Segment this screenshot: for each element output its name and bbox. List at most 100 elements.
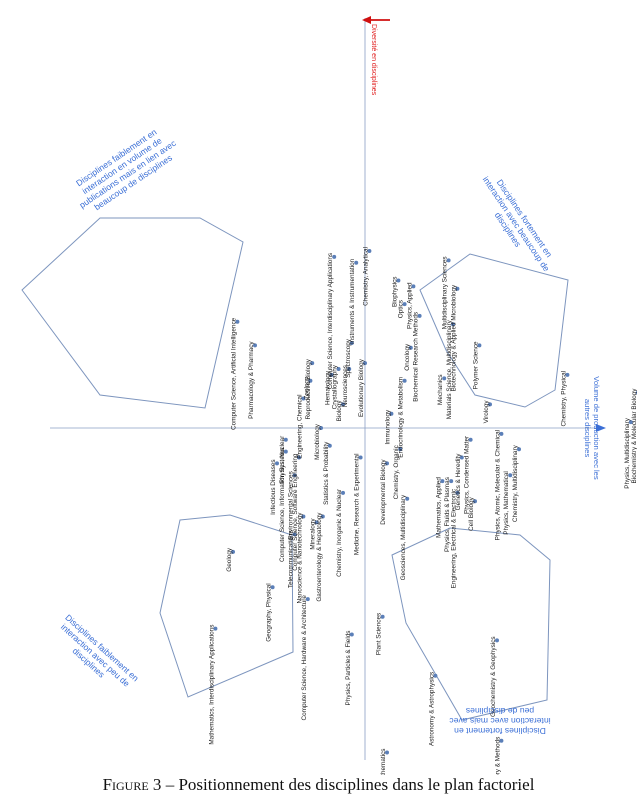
label-biochemical-research-methods: Biochemical Research Methods bbox=[413, 312, 420, 402]
point-physics-multidisciplinary bbox=[628, 420, 633, 425]
label-developmental-biology: Developmental Biology bbox=[380, 459, 387, 525]
point-computer-science-theory-and-methods bbox=[499, 738, 504, 743]
label-cell-biology: Cell Biology bbox=[468, 496, 475, 531]
point-genetics-and-heredity bbox=[459, 455, 464, 460]
label-chemistry-physical: Chemistry, Physical bbox=[560, 371, 567, 427]
point-zoology bbox=[308, 378, 313, 383]
label-geosciences-multidisciplinary: Geosciences, Multidisciplinary bbox=[400, 494, 407, 580]
label-computer-science-interdisciplinary-applications: Computer Science, Interdisciplinary Appl… bbox=[327, 253, 334, 389]
point-physics-nuclear bbox=[283, 437, 288, 442]
point-endocrinology-and-metabolism bbox=[402, 378, 407, 383]
point-oncology bbox=[408, 345, 413, 350]
label-materials-science-multidisciplinary: Materials Science, Multidisciplinary bbox=[446, 319, 453, 419]
point-geochemistry-and-geophysics bbox=[495, 638, 499, 643]
label-instruments-and-instrumentation: Instruments & Instrumentation bbox=[349, 258, 356, 344]
label-zoology: Zoology bbox=[303, 376, 310, 400]
label-oncology: Oncology bbox=[404, 343, 411, 371]
label-physics-atomic-molecular-and-chemical: Physics, Atomic, Molecular & Chemical bbox=[494, 430, 501, 540]
point-mathematics-interdisciplinary-applications bbox=[213, 626, 218, 631]
point-physics-particles-and-fields bbox=[349, 632, 354, 637]
point-chemistry-analytical bbox=[367, 249, 372, 253]
point-optics bbox=[402, 302, 407, 307]
label-computer-science-theory-and-methods: Computer Science, Theory & Methods bbox=[494, 737, 501, 775]
point-mathematics bbox=[385, 750, 389, 755]
label-microbiology: Microbiology bbox=[314, 423, 321, 460]
label-physics-fluids-and-plasmas: Physics, Fluids & Plasmas bbox=[444, 477, 451, 552]
point-labels: Biochemistry & Molecular BiologyPhysics,… bbox=[208, 247, 637, 775]
label-virology: Virology bbox=[483, 400, 490, 424]
label-mineralogy: Mineralogy bbox=[310, 518, 317, 550]
point-immunology bbox=[389, 411, 394, 416]
point-engineering-chemical bbox=[301, 396, 306, 401]
point-biophysics bbox=[396, 278, 401, 283]
label-hematology: Hematology bbox=[325, 370, 332, 405]
point-physics-fluids-and-plasmas bbox=[449, 479, 454, 484]
point-reproductive-biology bbox=[310, 361, 315, 366]
label-telecommunications: Telecommunications bbox=[288, 530, 295, 588]
point-biology bbox=[341, 402, 345, 407]
point-astronomy-and-astrophysics bbox=[433, 673, 438, 678]
cluster-bottom-right bbox=[391, 527, 551, 721]
annotation-top-right: Disciplines fortement eninteraction avec… bbox=[472, 169, 560, 279]
label-plant-sciences: Plant Sciences bbox=[376, 613, 383, 655]
point-crystallography bbox=[336, 367, 341, 371]
point-geosciences-multidisciplinary bbox=[405, 496, 410, 501]
label-chemistry-organic: Chemistry, Organic bbox=[393, 444, 400, 499]
label-endocrinology-and-metabolism: Endocrinology & Metabolism bbox=[398, 377, 405, 458]
label-neurosciences: Neurosciences bbox=[342, 365, 349, 407]
point-developmental-biology bbox=[385, 461, 389, 466]
label-biochemistry-and-molecular-biology: Biochemistry & Molecular Biology bbox=[631, 388, 637, 484]
point-mathematics-applied bbox=[440, 479, 445, 484]
label-geography-physical: Geography, Physical bbox=[266, 583, 273, 642]
point-computer-science-interdisciplinary-applications bbox=[332, 254, 337, 259]
label-astronomy-and-astrophysics: Astronomy & Astrophysics bbox=[428, 672, 435, 746]
point-polymer-science bbox=[477, 343, 482, 348]
point-computer-science-information-systems bbox=[283, 449, 288, 454]
point-hematology bbox=[329, 372, 334, 377]
label-computer-science-information-systems: Computer Science, Information Systems bbox=[279, 448, 286, 562]
data-points bbox=[213, 249, 637, 755]
label-mathematics-interdisciplinary-applications: Mathematics, Interdisciplinary Applicati… bbox=[208, 625, 215, 745]
label-biology: Biology bbox=[336, 400, 343, 422]
label-crystallography: Crystallography bbox=[332, 364, 339, 409]
point-physics-condensed-matter bbox=[468, 437, 473, 442]
label-physics-particles-and-fields: Physics, Particles & Fields bbox=[345, 631, 352, 706]
label-physics-nuclear: Physics, Nuclear bbox=[279, 435, 286, 483]
label-statistics-and-probability: Statistics & Probability bbox=[323, 441, 330, 505]
point-medicine-research-and-experimental bbox=[358, 455, 363, 460]
label-physics-multidisciplinary: Physics, Multidisciplinary bbox=[624, 417, 631, 488]
point-physics-atomic-molecular-and-chemical bbox=[499, 431, 504, 436]
label-computer-science-artificial-intelligence: Computer Science, Artificial Intelligenc… bbox=[230, 317, 237, 430]
label-reproductive-biology: Reproductive Biology bbox=[305, 358, 312, 419]
label-engineering-chemical: Engineering, Chemical bbox=[296, 395, 303, 459]
cluster-top-left bbox=[21, 217, 244, 409]
point-multidisciplinary-sciences bbox=[446, 258, 451, 263]
label-immunology: Immunology bbox=[384, 409, 391, 445]
caption-text: – Positionnement des disciplines dans le… bbox=[165, 775, 535, 794]
point-geology bbox=[231, 549, 235, 554]
point-infectious-diseases bbox=[275, 461, 279, 466]
cluster-outlines bbox=[21, 217, 569, 721]
point-chemistry-inorganic-and-nuclear bbox=[341, 490, 345, 495]
cluster-bottom-left bbox=[159, 514, 294, 698]
label-mechanics: Mechanics bbox=[437, 374, 444, 405]
x-axis-label: Volume de production avec lesautres disc… bbox=[583, 376, 601, 480]
label-physics-applied: Physics, Applied bbox=[406, 282, 413, 329]
point-chemistry-organic bbox=[398, 447, 403, 452]
label-physics-condensed-matter: Physics, Condensed Matter bbox=[464, 435, 471, 514]
point-microbiology bbox=[319, 426, 323, 430]
label-spectroscopy: Spectroscopy bbox=[345, 338, 352, 378]
label-computer-science-software-engineering: Computer Science, Software Engineering bbox=[292, 453, 299, 571]
label-optics: Optics bbox=[398, 300, 405, 318]
point-virology bbox=[488, 402, 492, 407]
point-chemistry-physical bbox=[565, 372, 570, 377]
point-statistics-and-probability bbox=[327, 443, 332, 448]
figure-caption: Figure 3 – Positionnement des discipline… bbox=[0, 775, 637, 795]
label-engineering-electrical-and-electronic: Engineering, Electrical & Electronic bbox=[450, 488, 457, 588]
point-biotechnology-and-applied-microbiology bbox=[455, 286, 460, 291]
label-chemistry-analytical: Chemistry, Analytical bbox=[362, 247, 369, 306]
point-mineralogy bbox=[314, 520, 319, 525]
point-engineering-electrical-and-electronic bbox=[455, 490, 460, 495]
